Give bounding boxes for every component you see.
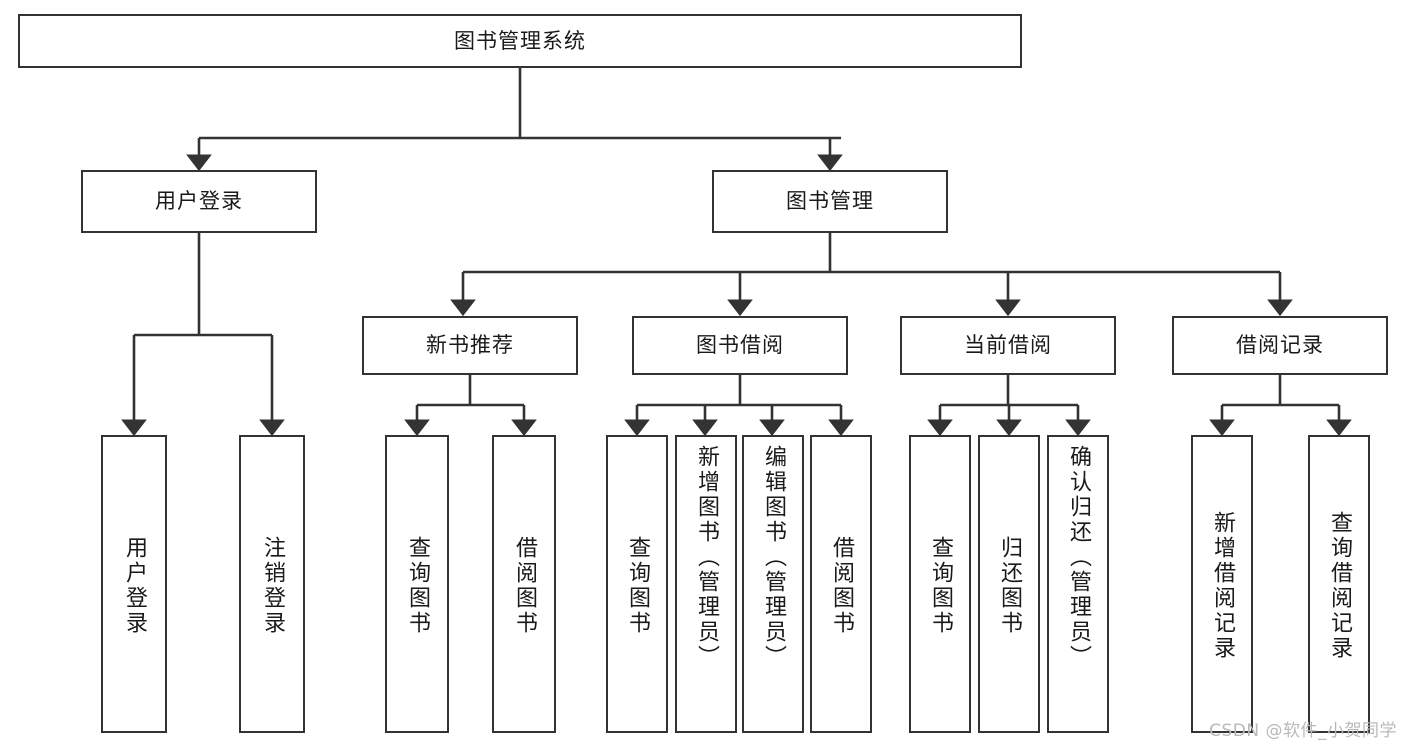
leaf-user-login-label: 用户登录 [122, 536, 147, 636]
leaf-logout-login-label: 注销登录 [260, 536, 285, 636]
leaf-return-book[interactable]: 归还图书 [978, 435, 1040, 733]
leaf-borrow-book-2-label: 借阅图书 [829, 536, 854, 636]
csdn-watermark: CSDN @软件_小贺同学 [1209, 721, 1397, 741]
leaf-add-book-admin[interactable]: 新增图书（管理员） [675, 435, 737, 733]
leaf-return-book-label: 归还图书 [997, 536, 1022, 636]
node-book-manage[interactable]: 图书管理 [712, 170, 948, 233]
leaf-query-book-3-label: 查询图书 [928, 536, 953, 636]
node-book-borrow[interactable]: 图书借阅 [632, 316, 848, 375]
leaf-borrow-book-1[interactable]: 借阅图书 [492, 435, 556, 733]
leaf-query-book-1[interactable]: 查询图书 [385, 435, 449, 733]
leaf-query-borrow-record-label: 查询借阅记录 [1327, 511, 1352, 661]
node-borrow-record-label: 借阅记录 [1236, 333, 1324, 358]
leaf-edit-book-admin[interactable]: 编辑图书（管理员） [742, 435, 804, 733]
node-current-borrow-label: 当前借阅 [964, 333, 1052, 358]
node-root-label: 图书管理系统 [454, 28, 586, 53]
node-user-login-label: 用户登录 [155, 189, 243, 214]
node-current-borrow[interactable]: 当前借阅 [900, 316, 1116, 375]
leaf-add-borrow-record-label: 新增借阅记录 [1210, 511, 1235, 661]
node-borrow-record[interactable]: 借阅记录 [1172, 316, 1388, 375]
leaf-borrow-book-1-label: 借阅图书 [512, 536, 537, 636]
node-new-book-recommend[interactable]: 新书推荐 [362, 316, 578, 375]
node-root[interactable]: 图书管理系统 [18, 14, 1022, 68]
leaf-query-book-1-label: 查询图书 [405, 536, 430, 636]
leaf-query-book-2[interactable]: 查询图书 [606, 435, 668, 733]
leaf-query-book-2-label: 查询图书 [625, 536, 650, 636]
leaf-add-borrow-record[interactable]: 新增借阅记录 [1191, 435, 1253, 733]
leaf-confirm-return-admin[interactable]: 确认归还（管理员） [1047, 435, 1109, 733]
leaf-user-login[interactable]: 用户登录 [101, 435, 167, 733]
leaf-confirm-return-admin-label: 确认归还（管理员） [1066, 445, 1091, 670]
node-new-book-recommend-label: 新书推荐 [426, 333, 514, 358]
leaf-borrow-book-2[interactable]: 借阅图书 [810, 435, 872, 733]
leaf-query-book-3[interactable]: 查询图书 [909, 435, 971, 733]
node-user-login[interactable]: 用户登录 [81, 170, 317, 233]
leaf-edit-book-admin-label: 编辑图书（管理员） [761, 445, 786, 670]
node-book-manage-label: 图书管理 [786, 189, 874, 214]
node-book-borrow-label: 图书借阅 [696, 333, 784, 358]
leaf-logout-login[interactable]: 注销登录 [239, 435, 305, 733]
leaf-add-book-admin-label: 新增图书（管理员） [694, 445, 719, 670]
leaf-query-borrow-record[interactable]: 查询借阅记录 [1308, 435, 1370, 733]
